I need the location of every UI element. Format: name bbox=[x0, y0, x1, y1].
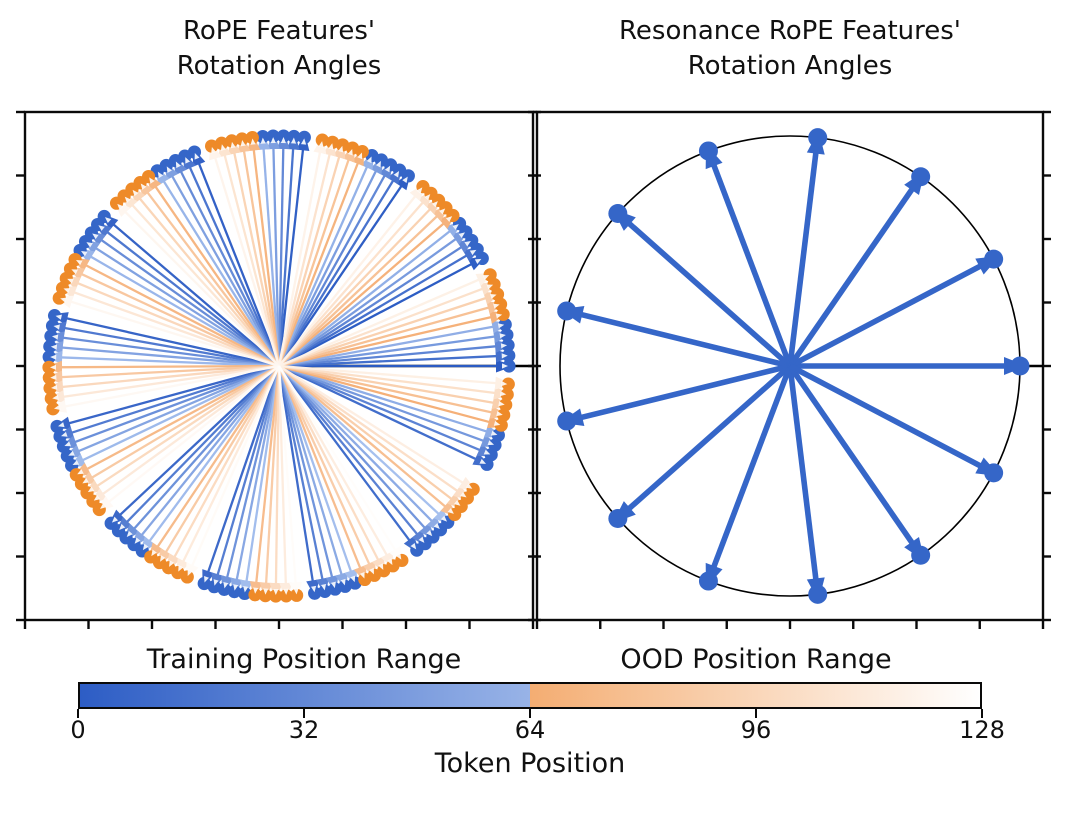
colorbar-tickmark bbox=[755, 709, 757, 718]
training-range-heading: Training Position Range bbox=[146, 644, 462, 675]
colorbar-tickmark bbox=[77, 709, 79, 718]
colorbar-axis-label: Token Position bbox=[434, 748, 626, 779]
colorbar-tick-label-0: 0 bbox=[70, 716, 86, 744]
right-plot-title: Resonance RoPE Features' Rotation Angles bbox=[537, 14, 1043, 84]
left-plot-title: RoPE Features' Rotation Angles bbox=[25, 14, 533, 84]
colorbar-tickmark bbox=[303, 709, 305, 718]
rope-arrow-rays bbox=[48, 136, 509, 596]
axis-ticks bbox=[528, 110, 1051, 629]
rope-dot-chevrons bbox=[50, 137, 508, 595]
colorbar-tick-label-96: 96 bbox=[740, 716, 772, 744]
colorbar-tickmark bbox=[529, 709, 531, 718]
right-plot-title-line2: Rotation Angles bbox=[687, 51, 893, 81]
resonance-arrows bbox=[557, 128, 1030, 604]
colorbar-tick-label-64: 64 bbox=[514, 716, 546, 744]
left-plot-title-line2: Rotation Angles bbox=[176, 51, 382, 81]
colorbar-tick-label-32: 32 bbox=[288, 716, 320, 744]
left-plot-title-line1: RoPE Features' bbox=[182, 16, 376, 46]
right-plot-title-line1: Resonance RoPE Features' bbox=[619, 16, 961, 46]
resonance-quiver-plot bbox=[528, 110, 1051, 629]
colorbar-tickmark bbox=[981, 709, 983, 718]
token-position-colorbar bbox=[78, 682, 982, 709]
colorbar-tick-label-128: 128 bbox=[959, 716, 1005, 744]
rope-quiver-plot bbox=[16, 110, 541, 629]
rope-token-dots bbox=[42, 129, 516, 603]
ood-range-heading: OOD Position Range bbox=[620, 644, 892, 675]
